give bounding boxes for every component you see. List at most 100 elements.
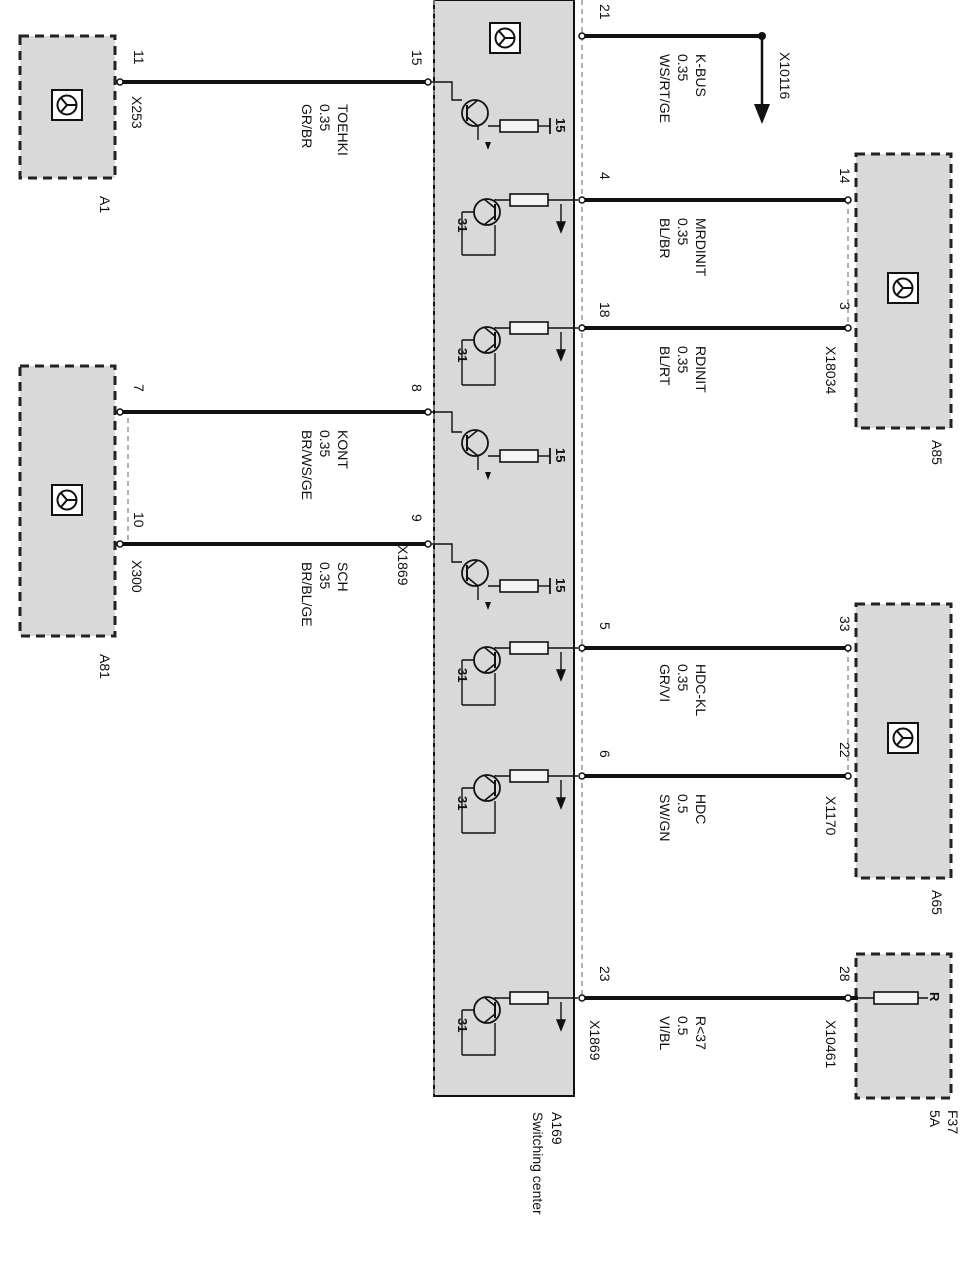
wire-r-lt-37-color: VI/BL [657, 1016, 673, 1050]
wire-hdc: 6 22 HDC 0.5 SW/GN [578, 742, 853, 841]
wire-kont-signal: KONT [335, 430, 351, 469]
f37-connector: X10461 [823, 1020, 839, 1068]
wire-kont-size: 0.35 [317, 430, 333, 457]
component-a65: A65 X1170 [823, 602, 953, 915]
a65-name: A65 [929, 890, 945, 915]
pin-11: 11 [131, 50, 147, 65]
wire-kont-color: BR/WS/GE [299, 430, 315, 500]
pin-4: 4 [597, 172, 613, 180]
pin-10: 10 [131, 512, 147, 528]
wire-hdc-signal: HDC [693, 794, 709, 824]
wire-kont: 7 8 KONT 0.35 BR/WS/GE [116, 384, 432, 540]
a85-ecu-icon [887, 272, 919, 304]
internal-stage-23 [461, 991, 578, 1056]
wire-rdinit: 18 3 RDINIT 0.35 BL/RT [578, 302, 853, 393]
a169-description: Switching center [530, 1112, 546, 1215]
a1-connector: X253 [129, 96, 145, 129]
a169-connector-right: X1869 [587, 1020, 603, 1061]
internal-stage-6 [461, 769, 578, 834]
wire-mrdinit-color: BL/BR [657, 218, 673, 258]
a169-box [433, 0, 575, 1097]
a81-ecu-icon [51, 484, 83, 516]
internal-label-31: 31 [455, 796, 470, 810]
wire-toehki: 11 15 TOEHKI 0.35 GR/BR [116, 50, 432, 156]
internal-stage-15-top [428, 81, 551, 150]
wire-kbus-size: 0.35 [675, 54, 691, 81]
wire-toehki-color: GR/BR [299, 104, 315, 148]
wire-hdc-size: 0.5 [675, 794, 691, 814]
a65-ecu-icon [887, 722, 919, 754]
internal-label-15: 15 [553, 448, 568, 462]
wire-hdc-kl-size: 0.35 [675, 664, 691, 691]
wire-r-lt-37: 23 28 R<37 0.5 VI/BL [578, 966, 858, 1050]
pin-18: 18 [597, 302, 613, 318]
wire-hdc-kl-signal: HDC-KL [693, 664, 709, 716]
internal-label-31: 31 [455, 348, 470, 362]
a1-ecu-icon [51, 89, 83, 121]
wire-rdinit-size: 0.35 [675, 346, 691, 373]
a85-name: A85 [929, 440, 945, 465]
pin-9: 9 [409, 514, 425, 522]
a169-name: A169 [549, 1112, 565, 1145]
a169-switching-center: 15 15 15 31 31 31 31 31 X1869 X1869 A169… [395, 0, 603, 1215]
pin-7: 7 [131, 384, 147, 392]
pin-23: 23 [597, 966, 613, 982]
pin-14: 14 [837, 168, 853, 184]
wire-sch-color: BR/BL/GE [299, 562, 315, 627]
a81-connector: X300 [129, 560, 145, 593]
component-a81: A81 X300 [18, 364, 145, 679]
pin-33: 33 [837, 616, 853, 632]
pin-22: 22 [837, 742, 853, 758]
internal-label-15: 15 [553, 118, 568, 132]
wire-hdc-kl-color: GR/VI [657, 664, 673, 702]
wire-kbus: 21 K-BUS 0.35 WS/RT/GE X10116 [578, 4, 793, 124]
component-a85: A85 X18034 [823, 152, 953, 465]
internal-stage-18 [461, 321, 578, 386]
internal-label-15: 15 [553, 578, 568, 592]
pin-3: 3 [837, 302, 853, 310]
a169-connector-left: X1869 [395, 545, 411, 586]
x10116-connector: X10116 [777, 52, 793, 99]
pin-8: 8 [409, 384, 425, 392]
a65-connector: X1170 [823, 796, 839, 836]
f37-name: F37 [945, 1110, 961, 1134]
wire-mrdinit: 4 14 MRDINIT 0.35 BL/BR [578, 168, 853, 277]
component-f37-fuse: R F37 5A X10461 [823, 952, 961, 1134]
a85-connector: X18034 [823, 346, 839, 394]
pin-6: 6 [597, 750, 613, 758]
wire-kbus-color: WS/RT/GE [657, 54, 673, 123]
wire-r-lt-37-size: 0.5 [675, 1016, 691, 1036]
pin-15: 15 [409, 50, 425, 66]
wire-rdinit-signal: RDINIT [693, 346, 709, 393]
internal-label-31: 31 [455, 1018, 470, 1032]
pin-21: 21 [597, 4, 613, 20]
component-a1: A1 X253 [18, 34, 145, 213]
wire-hdc-kl: 5 33 HDC-KL 0.35 GR/VI [578, 616, 853, 716]
wire-toehki-size: 0.35 [317, 104, 333, 131]
internal-stage-9 [428, 543, 551, 610]
internal-stage-4 [461, 193, 578, 256]
wire-sch: 10 9 SCH 0.35 BR/BL/GE [116, 512, 432, 627]
wire-toehki-signal: TOEHKI [335, 104, 351, 156]
internal-label-31: 31 [455, 218, 470, 232]
internal-stage-8 [428, 411, 551, 480]
wire-sch-size: 0.35 [317, 562, 333, 589]
wire-r-lt-37-signal: R<37 [693, 1016, 709, 1050]
fuse-element [873, 991, 919, 1005]
wire-rdinit-color: BL/RT [657, 346, 673, 386]
internal-label-31: 31 [455, 668, 470, 682]
a81-name: A81 [97, 654, 113, 679]
wire-hdc-color: SW/GN [657, 794, 673, 841]
f37-fuse-letter: R [927, 992, 942, 1002]
wire-mrdinit-signal: MRDINIT [693, 218, 709, 277]
a1-name: A1 [97, 196, 113, 213]
f37-rating: 5A [927, 1110, 943, 1128]
pin-5: 5 [597, 622, 613, 630]
wire-mrdinit-size: 0.35 [675, 218, 691, 245]
internal-stage-5 [461, 641, 578, 706]
a169-ecu-icon [489, 22, 521, 54]
wire-kbus-signal: K-BUS [693, 54, 709, 97]
pin-28: 28 [837, 966, 853, 982]
wire-sch-signal: SCH [335, 562, 351, 592]
